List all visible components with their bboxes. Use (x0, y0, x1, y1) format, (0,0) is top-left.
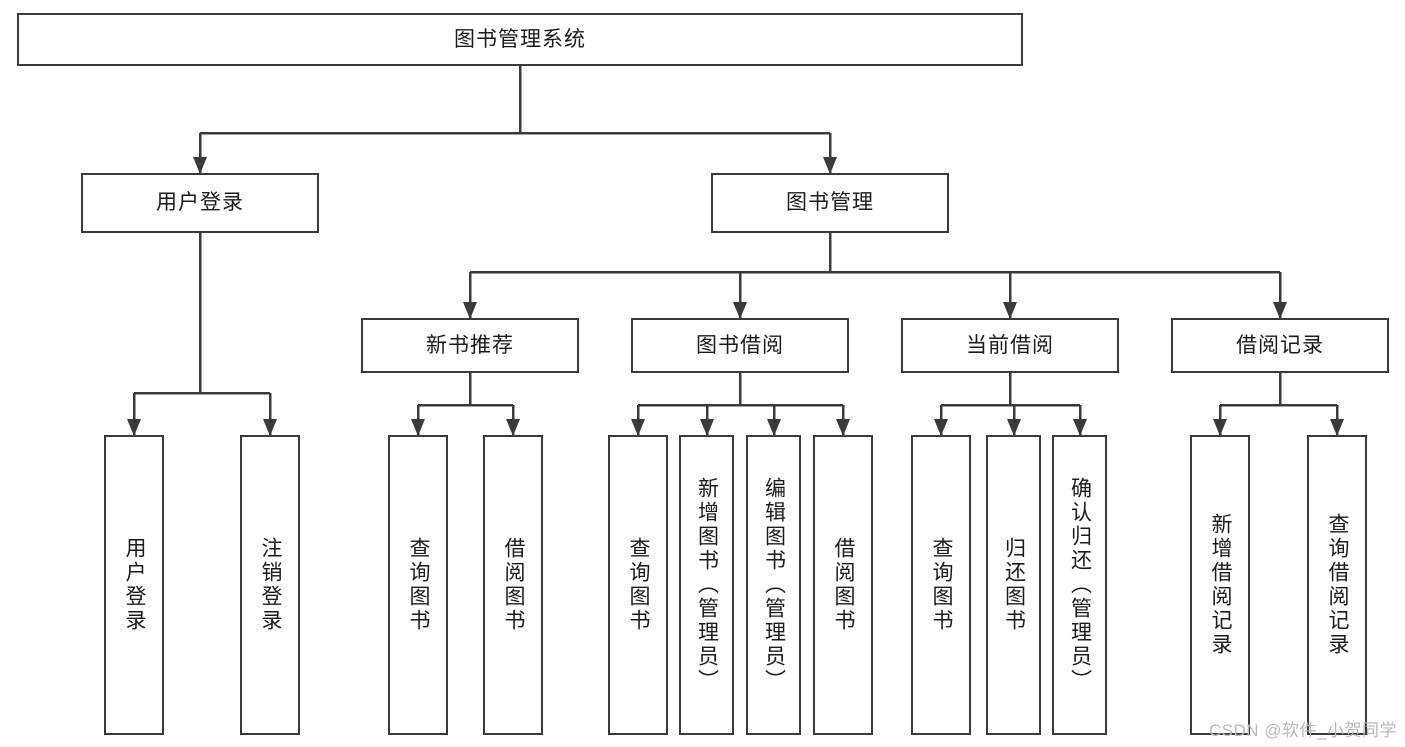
node-current-borrow[interactable]: 当前借阅 (901, 318, 1119, 373)
node-label: 确认归还（管理员） (1068, 477, 1092, 693)
node-new-book-recommend[interactable]: 新书推荐 (361, 318, 579, 373)
node-label: 用户登录 (123, 537, 147, 633)
node-label: 新增借阅记录 (1209, 513, 1233, 657)
node-leaf-query-book-1[interactable]: 查询图书 (388, 435, 448, 735)
node-leaf-return-book[interactable]: 归还图书 (986, 435, 1041, 735)
node-user-login[interactable]: 用户登录 (81, 173, 319, 233)
node-label: 当前借阅 (966, 333, 1054, 357)
node-label: 编辑图书（管理员） (762, 477, 786, 693)
node-label: 注销登录 (259, 537, 283, 633)
node-label: 借阅记录 (1236, 333, 1324, 357)
node-label: 新增图书（管理员） (695, 477, 719, 693)
node-leaf-add-record[interactable]: 新增借阅记录 (1190, 435, 1250, 735)
node-leaf-add-book[interactable]: 新增图书（管理员） (679, 435, 734, 735)
node-label: 查询图书 (627, 537, 651, 633)
node-label: 查询图书 (930, 537, 954, 633)
node-leaf-user-login[interactable]: 用户登录 (104, 435, 164, 735)
node-label: 借阅图书 (832, 537, 856, 633)
node-leaf-borrow-book-1[interactable]: 借阅图书 (483, 435, 543, 735)
csdn-watermark: CSDN @软件_小贺同学 (1208, 721, 1397, 740)
node-borrow-record[interactable]: 借阅记录 (1171, 318, 1389, 373)
node-leaf-confirm-return[interactable]: 确认归还（管理员） (1052, 435, 1107, 735)
node-label: 图书管理系统 (454, 27, 586, 51)
node-leaf-borrow-book-2[interactable]: 借阅图书 (813, 435, 873, 735)
node-label: 图书管理 (786, 191, 874, 215)
node-leaf-query-record[interactable]: 查询借阅记录 (1307, 435, 1367, 735)
node-label: 查询借阅记录 (1326, 513, 1350, 657)
node-book-manage[interactable]: 图书管理 (711, 173, 949, 233)
node-book-borrow[interactable]: 图书借阅 (631, 318, 849, 373)
node-label: 图书借阅 (696, 333, 784, 357)
node-label: 用户登录 (156, 191, 244, 215)
node-label: 查询图书 (407, 537, 431, 633)
node-label: 借阅图书 (502, 537, 526, 633)
node-root[interactable]: 图书管理系统 (17, 13, 1023, 66)
node-label: 新书推荐 (426, 333, 514, 357)
node-leaf-edit-book[interactable]: 编辑图书（管理员） (746, 435, 801, 735)
node-label: 归还图书 (1002, 537, 1026, 633)
node-leaf-query-book-3[interactable]: 查询图书 (911, 435, 971, 735)
node-leaf-query-book-2[interactable]: 查询图书 (608, 435, 668, 735)
node-leaf-user-logout[interactable]: 注销登录 (240, 435, 300, 735)
